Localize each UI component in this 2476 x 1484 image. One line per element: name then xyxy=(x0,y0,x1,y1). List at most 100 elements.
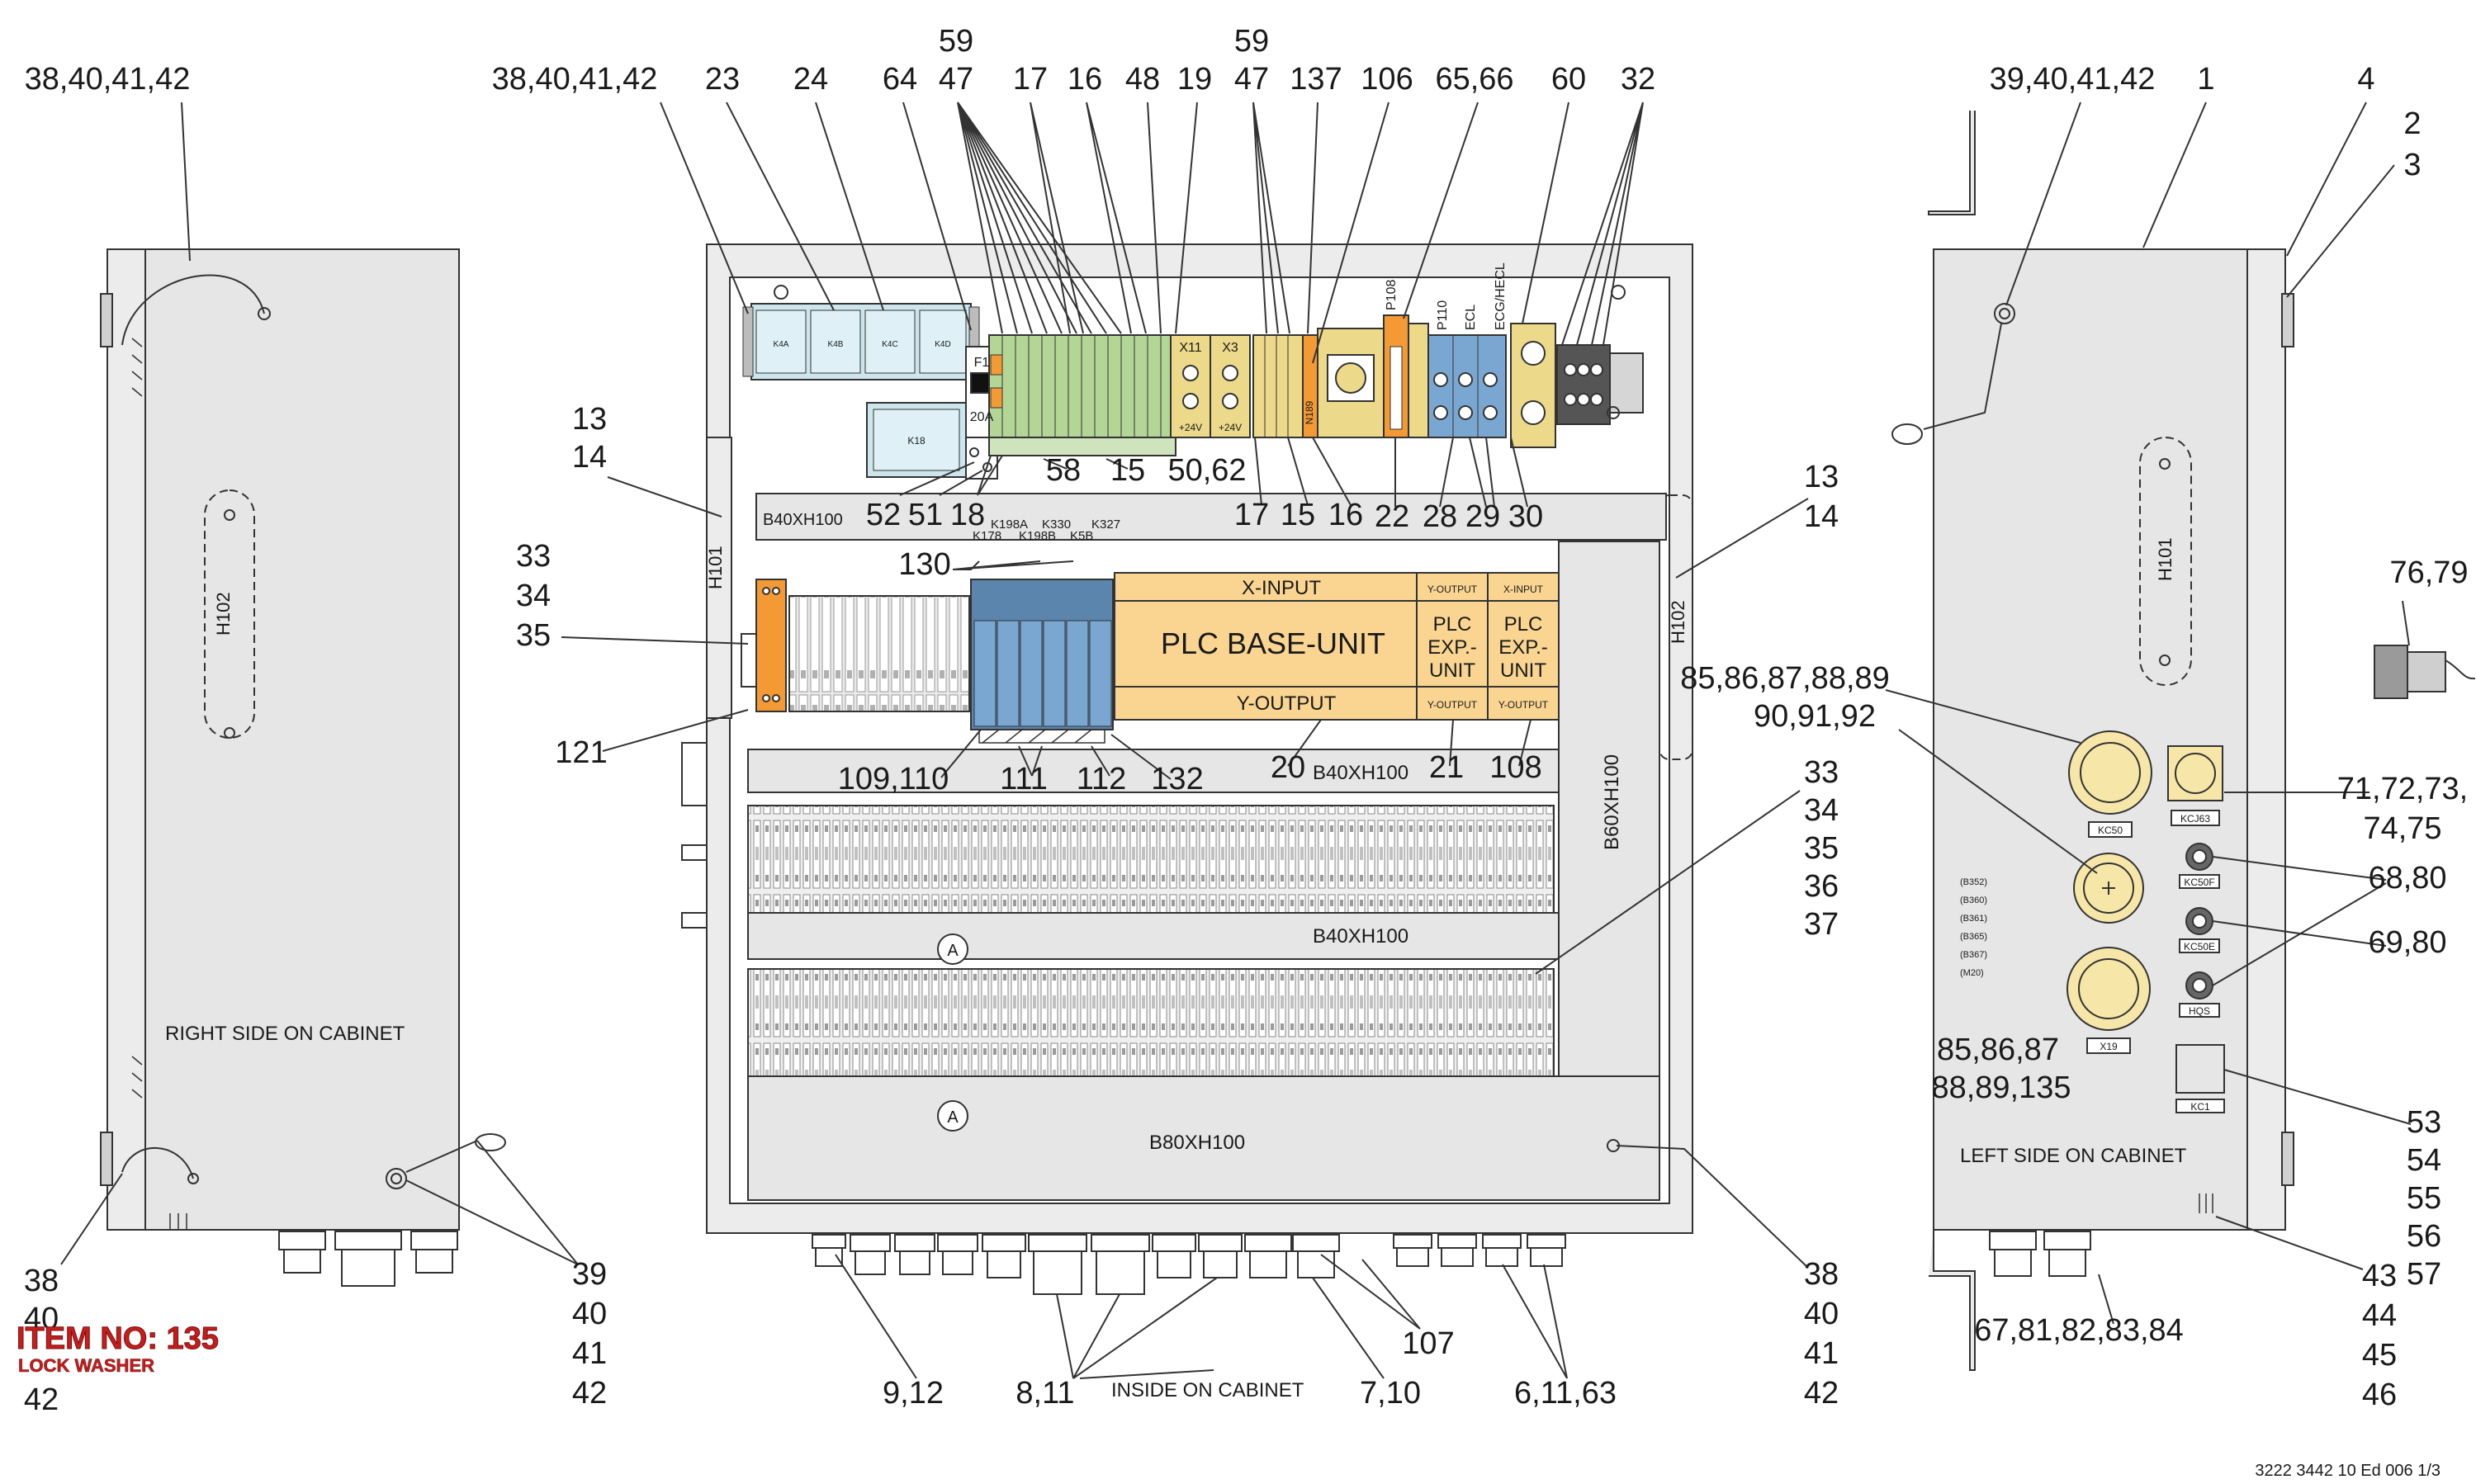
callout-35: 28 xyxy=(1423,499,1457,534)
callout-31: 17 xyxy=(1234,498,1269,532)
plc-exp1-body-1: PLC xyxy=(1433,613,1472,636)
callout-11: 59 xyxy=(1234,24,1269,59)
terminal-white-row xyxy=(788,595,970,712)
callout-71: 38 xyxy=(24,1264,59,1298)
callout-77: 42 xyxy=(572,1376,607,1411)
plc-exp2-body-3: UNIT xyxy=(1500,659,1546,682)
plc-exp2-body-2: EXP.- xyxy=(1498,636,1548,659)
connector-b-group xyxy=(2073,853,2144,924)
callout-20: 4 xyxy=(2357,62,2374,97)
callout-3: 24 xyxy=(793,62,828,97)
leader-lines xyxy=(60,102,2412,1379)
relay-k4b: K4B xyxy=(828,340,844,349)
relay-k330: K330 xyxy=(1042,518,1071,532)
terminal-x3-label: X3 xyxy=(1222,341,1238,355)
connector-b367: (B367) xyxy=(1960,950,1987,960)
callout-87: 67,81,82,83,84 xyxy=(1974,1313,2184,1348)
plc-exp1-body-2: EXP.- xyxy=(1427,636,1477,659)
callout-86: 107 xyxy=(1402,1326,1454,1361)
callout-15: 65,66 xyxy=(1435,62,1513,97)
callout-2: 23 xyxy=(705,62,740,97)
connector-kc50 xyxy=(2068,730,2152,838)
callout-16: 60 xyxy=(1551,62,1586,97)
callout-1: 38,40,41,42 xyxy=(492,62,658,97)
callout-30: 50,62 xyxy=(1167,453,1246,488)
terminal-x11-voltage: +24V xyxy=(1179,422,1202,433)
left-bracket-top xyxy=(1928,111,1976,215)
plc-base-unit-label: PLC BASE-UNIT xyxy=(1161,626,1385,660)
n189-label: N189 xyxy=(1304,400,1315,424)
left-side-view xyxy=(1891,111,2476,1371)
callout-81: 42 xyxy=(1804,1376,1839,1411)
plc-exp2-body-1: PLC xyxy=(1504,613,1543,636)
duct-a-marker-1 xyxy=(937,933,968,965)
callout-91: 6,11,63 xyxy=(1514,1376,1617,1411)
callout-61: 74,75 xyxy=(2363,811,2441,846)
callout-79: 40 xyxy=(1804,1297,1839,1331)
relay-block-k4 xyxy=(742,303,980,380)
callout-14: 106 xyxy=(1361,62,1413,97)
connector-kc50e-label: KC50E xyxy=(2184,941,2215,952)
callout-73: 42 xyxy=(24,1382,59,1417)
callout-83: 44 xyxy=(2362,1298,2397,1333)
label-h102-right-side: H102 xyxy=(213,592,234,636)
callout-88: 9,12 xyxy=(883,1376,944,1411)
callout-41: 34 xyxy=(516,579,551,613)
callout-56: 34 xyxy=(1804,793,1839,828)
item-desc-stamp: LOCK WASHER xyxy=(18,1355,154,1376)
callout-46: 90,91,92 xyxy=(1754,699,1876,734)
callout-19: 1 xyxy=(2197,62,2214,97)
callout-36: 29 xyxy=(1465,499,1500,534)
callout-27: 18 xyxy=(950,498,985,532)
callout-59: 37 xyxy=(1804,907,1839,942)
callout-54: 108 xyxy=(1489,750,1541,785)
connector-b360: (B360) xyxy=(1960,896,1987,905)
callout-60: 71,72,73, xyxy=(2337,772,2468,806)
duct-a-marker-2 xyxy=(937,1100,968,1132)
b60-duct xyxy=(1558,541,1660,1077)
callout-63: 69,80 xyxy=(2368,925,2446,960)
relay-k18 xyxy=(866,402,967,478)
item-no-stamp: ITEM NO: 135 xyxy=(17,1321,219,1356)
callout-6: 47 xyxy=(939,62,973,97)
callout-39: 14 xyxy=(1804,499,1839,534)
connector-x19-label: X19 xyxy=(2100,1041,2118,1052)
callout-44: 76,79 xyxy=(2389,555,2468,590)
callout-55: 33 xyxy=(1804,755,1839,790)
left-side-glands xyxy=(1989,1231,2091,1277)
label-duct-a-1: A xyxy=(947,942,959,960)
left-side-flange xyxy=(2246,248,2286,1231)
callout-38: 13 xyxy=(1804,460,1839,494)
callout-10: 19 xyxy=(1177,62,1212,97)
callout-13: 137 xyxy=(1290,62,1342,97)
callout-22: 3 xyxy=(2403,148,2421,182)
connector-kc50f-label: KC50F xyxy=(2184,877,2214,888)
callout-52: 20 xyxy=(1271,750,1305,785)
callout-74: 39 xyxy=(572,1257,607,1292)
callout-32: 15 xyxy=(1281,498,1315,532)
relay-k4c: K4C xyxy=(882,340,897,349)
callout-85: 46 xyxy=(2362,1378,2397,1412)
connector-hqs-label: HQS xyxy=(2189,1005,2210,1017)
terminal-x11-label: X11 xyxy=(1179,341,1201,355)
relay-k4d: K4D xyxy=(935,340,950,349)
callout-17: 32 xyxy=(1621,62,1655,97)
callout-24: 14 xyxy=(572,440,607,475)
rail-b40-top xyxy=(755,493,1667,541)
cabinet-glands xyxy=(812,1234,1566,1295)
terminal-row-1 xyxy=(747,805,1555,914)
fuse-f1-rating: 20A xyxy=(970,410,994,424)
callout-42: 35 xyxy=(516,618,551,653)
connector-kcj63 xyxy=(2167,745,2223,826)
connector-kcj63-label: KCJ63 xyxy=(2180,813,2210,825)
label-b60: B60XH100 xyxy=(1601,754,1623,850)
terminal-blue-group xyxy=(1427,323,1556,448)
connector-kc50-label: KC50 xyxy=(2098,825,2123,836)
callout-33: 16 xyxy=(1328,498,1363,532)
callout-78: 38 xyxy=(1804,1257,1839,1292)
callout-84: 45 xyxy=(2362,1338,2397,1373)
callout-68: 55 xyxy=(2407,1181,2441,1216)
callout-90: 7,10 xyxy=(1360,1376,1421,1411)
plug-76-79 xyxy=(2374,645,2476,699)
callout-37: 30 xyxy=(1508,499,1543,534)
